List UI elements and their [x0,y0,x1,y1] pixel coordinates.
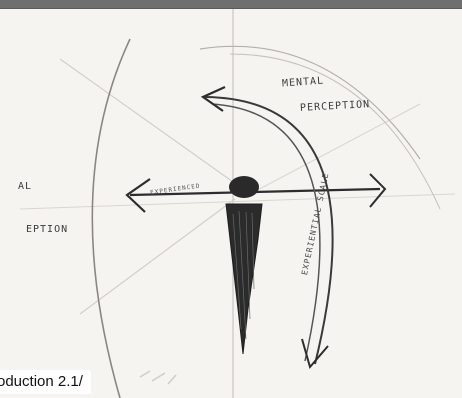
sketch-drawing [0,9,462,398]
caption-box: roduction 2.1/ [0,370,91,394]
label-left-bottom: EPTION [26,224,68,235]
figure-head [229,176,259,198]
sketch-canvas: MENTAL PERCEPTION AL EPTION EXPERIENCED … [0,9,462,398]
window-top-border [0,0,462,9]
label-left-top: AL [18,181,32,192]
caption-text: roduction 2.1/ [0,373,83,390]
